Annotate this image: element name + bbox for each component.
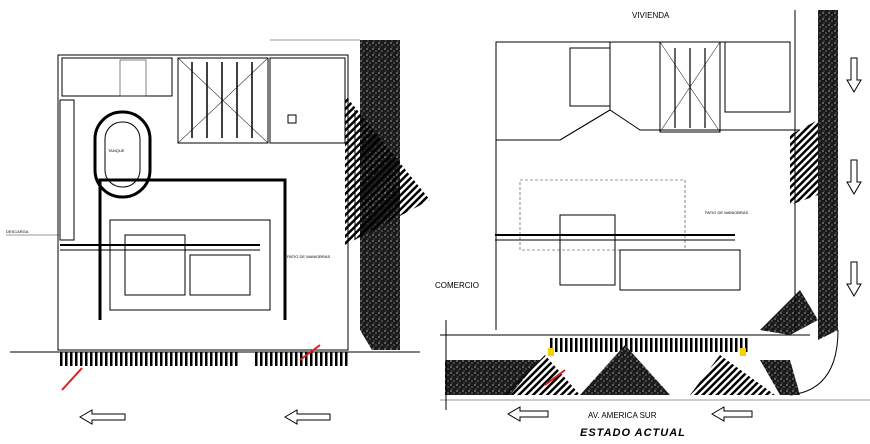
drawing-title: ESTADO ACTUAL — [580, 427, 686, 439]
tanque-label: TANQUE — [108, 148, 125, 153]
down-arrow-icon — [846, 57, 862, 93]
left-arrow-icon — [507, 406, 549, 422]
patio-right-label: PATIO DE MANIOBRAS — [705, 210, 749, 215]
descarga-label: DESCARGA — [6, 229, 29, 234]
left-arrow-icon — [284, 409, 331, 425]
avenue-label: AV. AMERICA SUR — [588, 411, 657, 420]
down-arrow-icon — [846, 159, 862, 195]
left-arrow-icon — [711, 406, 753, 422]
left-plan: TANQUE DESCARGA PATIO DE MANIOBRAS — [6, 39, 430, 425]
patio-left-label: PATIO DE MANIOBRAS — [287, 254, 331, 259]
right-plan: VIVIENDA PATIO DE MANIOBRAS COMERCIO — [435, 10, 870, 439]
down-arrow-icon — [846, 261, 862, 297]
comercio-label: COMERCIO — [435, 281, 479, 290]
vivienda-label: VIVIENDA — [632, 11, 670, 20]
left-arrow-icon — [79, 409, 126, 425]
